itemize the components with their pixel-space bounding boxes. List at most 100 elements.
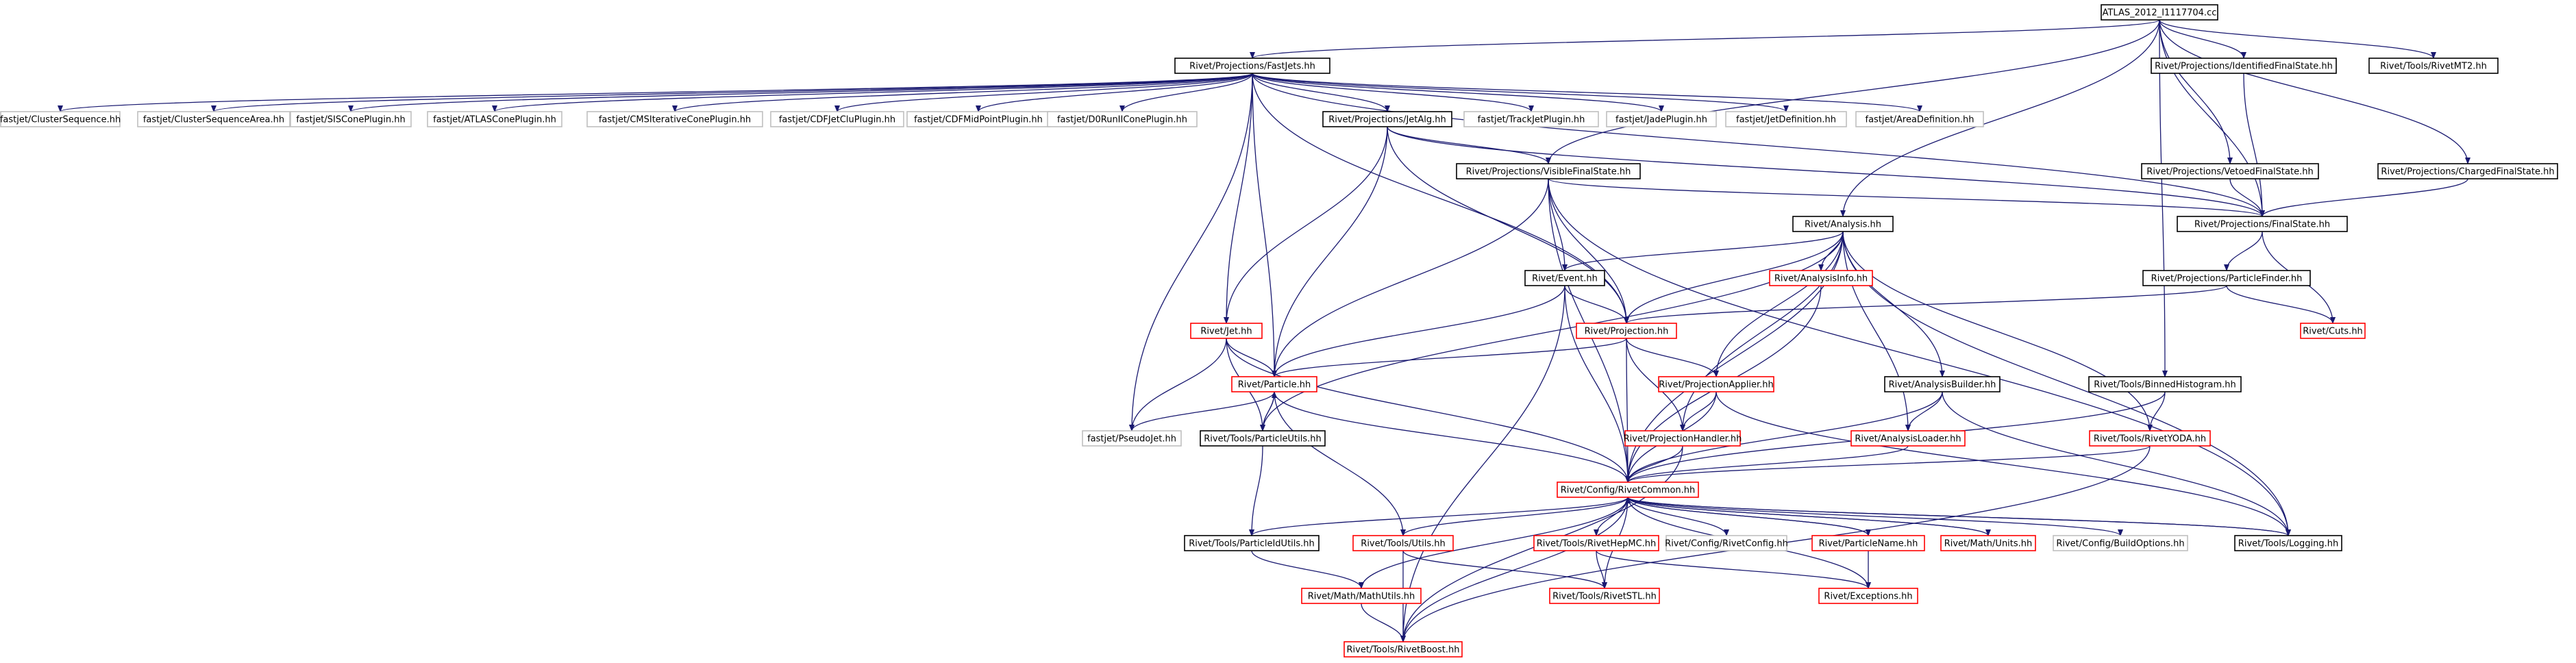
node-label: Rivet/AnalysisInfo.hh: [1774, 274, 1868, 284]
node-label: fastjet/PseudoJet.hh: [1087, 434, 1176, 445]
node-boost[interactable]: Rivet/Tools/RivetBoost.hh: [1343, 641, 1463, 658]
edge-projapplier-to-projhandler: [1680, 391, 1717, 431]
edge-fastjets-to-cmsit: [672, 73, 1253, 112]
node-label: Rivet/Projections/VisibleFinalState.hh: [1466, 167, 1631, 177]
node-cs: fastjet/ClusterSequence.hh: [0, 111, 121, 127]
node-label: Rivet/Tools/BinnedHistogram.hh: [2094, 380, 2236, 390]
node-particle[interactable]: Rivet/Particle.hh: [1231, 376, 1317, 392]
node-label: Rivet/Tools/ParticleIdUtils.hh: [1189, 539, 1315, 549]
node-pname[interactable]: Rivet/ParticleName.hh: [1811, 535, 1925, 551]
node-label: fastjet/CDFMidPointPlugin.hh: [914, 115, 1043, 125]
node-label: Rivet/Config/BuildOptions.hh: [2056, 539, 2184, 549]
node-hepmc[interactable]: Rivet/Tools/RivetHepMC.hh: [1533, 535, 1659, 551]
node-box: [1811, 535, 1925, 551]
node-rivetstl[interactable]: Rivet/Tools/RivetSTL.hh: [1549, 588, 1660, 604]
node-partutils[interactable]: Rivet/Tools/ParticleUtils.hh: [1200, 430, 1326, 447]
node-anabuilder[interactable]: Rivet/AnalysisBuilder.hh: [1884, 376, 2001, 392]
node-label: Rivet/Config/RivetConfig.hh: [1665, 539, 1788, 549]
node-label: Rivet/Tools/RivetYODA.hh: [2094, 434, 2206, 445]
node-cuts[interactable]: Rivet/Cuts.hh: [2300, 323, 2366, 339]
node-box: [1855, 111, 1984, 127]
node-analysis[interactable]: Rivet/Analysis.hh: [1792, 216, 1894, 232]
node-label: fastjet/CMSIterativeConePlugin.hh: [599, 115, 751, 125]
node-label: Rivet/Jet.hh: [1200, 327, 1252, 337]
node-label: fastjet/ATLASConePlugin.hh: [433, 115, 556, 125]
node-box: [1200, 430, 1326, 447]
edge-projapplier-to-logging: [1716, 391, 2291, 536]
edge-fastjets-to-particle: [1252, 73, 1277, 377]
node-fastjets[interactable]: Rivet/Projections/FastJets.hh: [1174, 58, 1330, 74]
node-jet[interactable]: Rivet/Jet.hh: [1190, 323, 1263, 339]
node-exceptions[interactable]: Rivet/Exceptions.hh: [1818, 588, 1918, 604]
edge-pidutils-to-mathutils: [1251, 550, 1364, 589]
edge-event-to-common: [1564, 285, 1631, 483]
edge-toolsutils-to-rivetstl: [1402, 550, 1607, 589]
node-label: Rivet/Cuts.hh: [2303, 327, 2363, 337]
node-chargedfs[interactable]: Rivet/Projections/ChargedFinalState.hh: [2377, 163, 2558, 179]
edge-anabuilder-to-logging: [1942, 391, 2291, 536]
edge-fastjets-to-finalstate: [1252, 73, 2265, 217]
node-box: [1850, 430, 1966, 447]
node-mt2[interactable]: Rivet/Tools/RivetMT2.hh: [2368, 58, 2499, 74]
node-label: Rivet/Tools/ParticleUtils.hh: [1204, 434, 1321, 445]
node-box: [2151, 58, 2337, 74]
node-event[interactable]: Rivet/Event.hh: [1524, 270, 1605, 286]
node-analoader[interactable]: Rivet/AnalysisLoader.hh: [1850, 430, 1966, 447]
node-box: [1463, 111, 1599, 127]
node-label: Rivet/ProjectionHandler.hh: [1624, 434, 1742, 445]
node-projection[interactable]: Rivet/Projection.hh: [1576, 323, 1677, 339]
edge-analysis-to-partutils: [1260, 231, 1844, 431]
node-box: [427, 111, 562, 127]
edge-root-to-idfs: [2159, 19, 2246, 59]
node-toolsutils[interactable]: Rivet/Tools/Utils.hh: [1352, 535, 1454, 551]
node-label: Rivet/Tools/RivetHepMC.hh: [1537, 539, 1657, 549]
node-root[interactable]: ATLAS_2012_I1117704.cc: [2101, 4, 2218, 21]
node-binhist[interactable]: Rivet/Tools/BinnedHistogram.hh: [2088, 376, 2242, 392]
node-mathunits[interactable]: Rivet/Math/Units.hh: [1940, 535, 2036, 551]
node-jetdef: fastjet/JetDefinition.hh: [1725, 111, 1847, 127]
node-cdfclu: fastjet/CDFJetCluPlugin.hh: [770, 111, 904, 127]
node-rivetyoda[interactable]: Rivet/Tools/RivetYODA.hh: [2089, 430, 2211, 447]
node-jetalg[interactable]: Rivet/Projections/JetAlg.hh: [1322, 111, 1452, 127]
edge-logging-to-common: [1625, 497, 2289, 536]
edge-jet-to-common: [1226, 338, 1631, 483]
node-finalstate[interactable]: Rivet/Projections/FinalState.hh: [2177, 216, 2348, 232]
node-pidutils[interactable]: Rivet/Tools/ParticleIdUtils.hh: [1184, 535, 1320, 551]
node-mathutils[interactable]: Rivet/Math/MathUtils.hh: [1301, 588, 1422, 604]
node-label: Rivet/Projections/FastJets.hh: [1189, 62, 1315, 72]
node-logging[interactable]: Rivet/Tools/Logging.hh: [2234, 535, 2342, 551]
node-label: fastjet/AreaDefinition.hh: [1866, 115, 1974, 125]
node-label: Rivet/Tools/RivetMT2.hh: [2380, 62, 2487, 72]
node-box: [1606, 111, 1717, 127]
node-areadef: fastjet/AreaDefinition.hh: [1855, 111, 1984, 127]
node-label: fastjet/SISConePlugin.hh: [296, 115, 406, 125]
edge-projection-to-particle: [1272, 338, 1627, 377]
edge-anabuilder-to-analoader: [1905, 391, 1943, 431]
edge-event-to-projection: [1564, 285, 1629, 324]
node-box: [1818, 588, 1918, 604]
node-box: [1549, 588, 1660, 604]
node-box: [1190, 323, 1263, 339]
node-idfs[interactable]: Rivet/Projections/IdentifiedFinalState.h…: [2151, 58, 2337, 74]
node-visfs[interactable]: Rivet/Projections/VisibleFinalState.hh: [1456, 163, 1641, 179]
node-vetofs[interactable]: Rivet/Projections/VetoedFinalState.hh: [2141, 163, 2319, 179]
node-common[interactable]: Rivet/Config/RivetCommon.hh: [1557, 481, 1699, 498]
node-trackjet: fastjet/TrackJetPlugin.hh: [1463, 111, 1599, 127]
node-anainfo[interactable]: Rivet/AnalysisInfo.hh: [1769, 270, 1873, 286]
node-box: [1884, 376, 2001, 392]
edge-fastjets-to-jetalg: [1252, 73, 1390, 112]
edge-hepmc-to-exceptions: [1596, 550, 1871, 589]
node-projapplier[interactable]: Rivet/ProjectionApplier.hh: [1658, 376, 1774, 392]
edge-common-to-toolsutils: [1400, 497, 1628, 536]
edge-projection-to-common: [1624, 338, 1631, 483]
node-box: [1352, 535, 1454, 551]
node-label: Rivet/Tools/Logging.hh: [2238, 539, 2338, 549]
edge-fastjets-to-areadef: [1252, 73, 1922, 112]
node-label: Rivet/Projections/FinalState.hh: [2194, 220, 2330, 230]
node-d0run: fastjet/D0RunIIConePlugin.hh: [1047, 111, 1198, 127]
edge-idfs-to-finalstate: [2243, 73, 2265, 217]
node-projhandler[interactable]: Rivet/ProjectionHandler.hh: [1624, 430, 1742, 447]
node-pfinder[interactable]: Rivet/Projections/ParticleFinder.hh: [2142, 270, 2311, 286]
edge-pname-to-common: [1625, 497, 1869, 536]
edge-common-to-pidutils: [1249, 497, 1628, 536]
